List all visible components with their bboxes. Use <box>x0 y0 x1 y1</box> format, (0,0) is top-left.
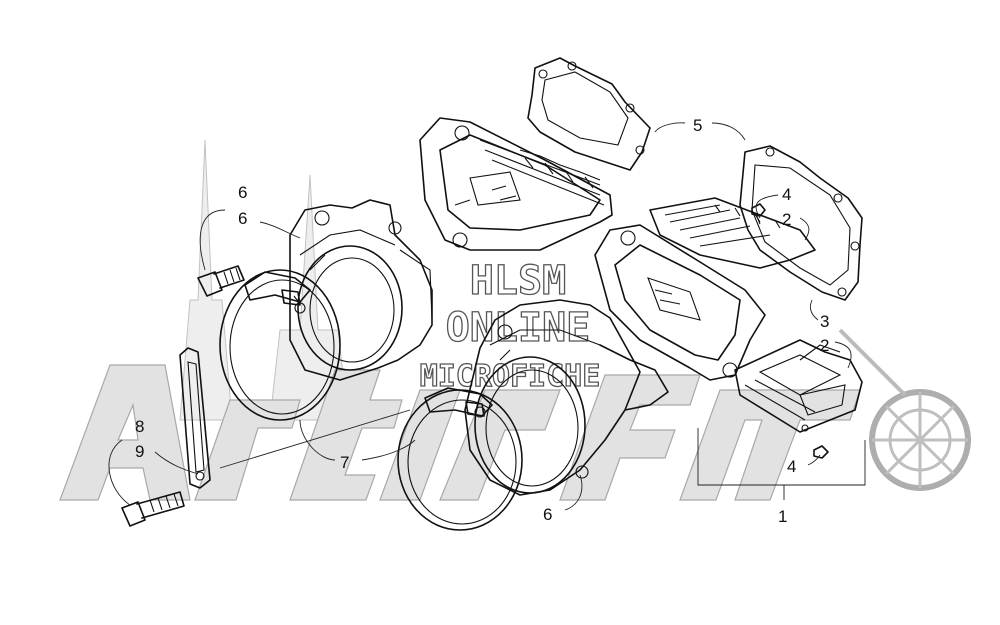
plate-part-9 <box>179 347 211 489</box>
brand-watermark-logo <box>59 139 971 501</box>
callout-6-upper: 6 <box>238 209 247 228</box>
callout-4-upper: 4 <box>782 185 791 204</box>
callout-8-lower: 8 <box>135 417 144 436</box>
watermark-line-hlsm: HLSM <box>470 258 566 304</box>
watermark-line-online: ONLINE <box>446 305 591 351</box>
callout-7: 7 <box>340 453 349 472</box>
reed-cage-lower <box>594 197 816 381</box>
callout-labels: 6 6 8 9 7 6 5 4 2 3 2 4 1 <box>135 116 829 526</box>
callout-8-upper: 6 <box>238 183 247 202</box>
reed-cage-upper <box>419 117 613 251</box>
bolt-part-8-upper <box>197 265 245 297</box>
hlsm-watermark: HLSM ONLINE MICROFICHE <box>419 257 601 394</box>
callout-3: 3 <box>820 312 829 331</box>
reed-stop-plate-part-3 <box>734 339 863 433</box>
intake-boot-right-part-6 <box>464 299 669 496</box>
bolt-part-8-lower <box>121 491 185 527</box>
callout-6-lower: 6 <box>543 505 552 524</box>
clamp-ring-right <box>397 387 523 531</box>
callout-9: 9 <box>135 442 144 461</box>
callout-4-lower: 4 <box>787 457 796 476</box>
leader-lines <box>108 122 866 511</box>
screw-part-4-lower <box>813 445 829 459</box>
clamp-ring-left <box>219 269 341 421</box>
callout-5: 5 <box>693 116 702 135</box>
gasket-part-5 <box>527 57 863 301</box>
callout-2-lower: 2 <box>820 336 829 355</box>
screw-part-4-upper <box>751 203 766 225</box>
callout-2-upper: 2 <box>782 210 791 229</box>
callout-1: 1 <box>778 507 787 526</box>
